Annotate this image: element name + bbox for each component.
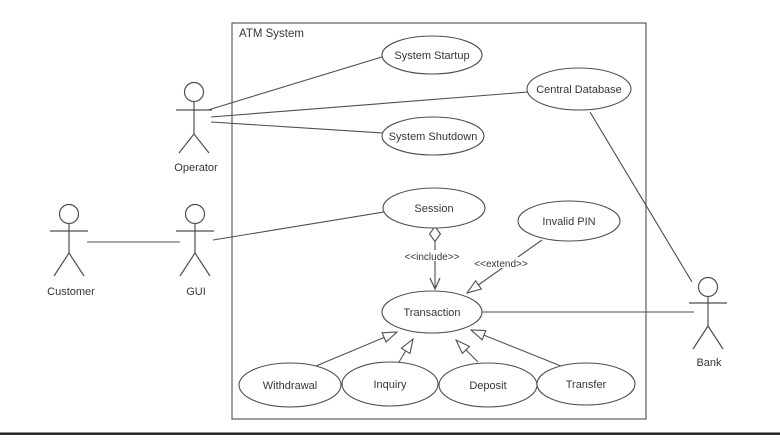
- actor-customer-figure: [50, 203, 88, 277]
- include-diamond: [428, 225, 442, 243]
- usecase-central-database: [526, 67, 632, 111]
- actor-gui-figure: [176, 203, 214, 277]
- usecase-invalid-pin: [517, 200, 621, 242]
- assoc-central-database-bank: [589, 111, 693, 283]
- actor-bank-head: [697, 276, 719, 298]
- usecase-system-startup-label: System Startup: [394, 50, 469, 62]
- actor-bank-label: Bank: [696, 357, 722, 369]
- page-footer-rule: [0, 432, 780, 435]
- usecase-system-startup: [381, 35, 483, 75]
- gen-transfer-transaction: [471, 330, 562, 367]
- include-label: <<include>>: [404, 252, 459, 263]
- actor-gui-leg-left: [179, 252, 196, 277]
- actor-operator-figure: [176, 81, 212, 154]
- usecase-system-shutdown: [381, 116, 485, 156]
- usecase-withdrawal-label: Withdrawal: [263, 380, 317, 392]
- usecase-invalid-pin-label: Invalid PIN: [542, 216, 595, 228]
- extend-label: <<extend>>: [474, 259, 528, 270]
- assoc-operator-system-shutdown: [210, 121, 384, 134]
- usecase-transaction-label: Transaction: [403, 307, 460, 319]
- usecase-transfer-label: Transfer: [566, 379, 607, 391]
- system-boundary-box: [231, 22, 647, 420]
- system-boundary-title: ATM System: [239, 28, 304, 40]
- actor-customer-leg-right: [68, 252, 85, 277]
- gen-inquiry-transaction: [398, 339, 413, 363]
- assoc-operator-central-database: [210, 91, 529, 118]
- usecase-session: [382, 187, 486, 229]
- assoc-operator-system-startup: [207, 55, 386, 111]
- actor-operator-head: [183, 81, 205, 103]
- actor-gui-leg-right: [194, 252, 211, 277]
- usecase-transaction: [381, 290, 483, 334]
- gen-deposit-transaction: [456, 340, 479, 363]
- usecase-session-label: Session: [414, 203, 453, 215]
- use-cases: System Startup Central Database System S…: [238, 35, 636, 408]
- actor-bank-figure: [689, 276, 727, 350]
- include-label-bg: [404, 250, 461, 261]
- actor-customer-leg-left: [53, 252, 70, 277]
- association-lines: [87, 55, 694, 313]
- include-session-transaction: [428, 225, 442, 290]
- usecase-inquiry-label: Inquiry: [373, 379, 407, 391]
- actor-gui-head: [184, 203, 206, 225]
- actor-operator-leg-left: [178, 133, 195, 154]
- usecase-withdrawal: [238, 362, 342, 408]
- actor-operator-leg-right: [193, 133, 210, 154]
- usecase-system-shutdown-label: System Shutdown: [389, 131, 478, 143]
- actor-bank-leg-left: [692, 325, 709, 350]
- assoc-gui-session: [212, 211, 385, 241]
- extend-label-bg: [473, 257, 529, 268]
- actor-bank-leg-right: [707, 325, 724, 350]
- usecase-deposit-label: Deposit: [469, 380, 506, 392]
- gen-withdrawal-transaction: [315, 332, 397, 367]
- usecase-central-database-label: Central Database: [536, 84, 622, 96]
- usecase-inquiry: [341, 361, 439, 407]
- generalization-lines: [315, 330, 562, 367]
- actor-customer-head: [58, 203, 80, 225]
- actor-customer-label: Customer: [47, 286, 95, 298]
- actor-gui-label: GUI: [186, 286, 206, 298]
- actor-operator-label: Operator: [174, 162, 218, 174]
- usecase-transfer: [536, 362, 636, 406]
